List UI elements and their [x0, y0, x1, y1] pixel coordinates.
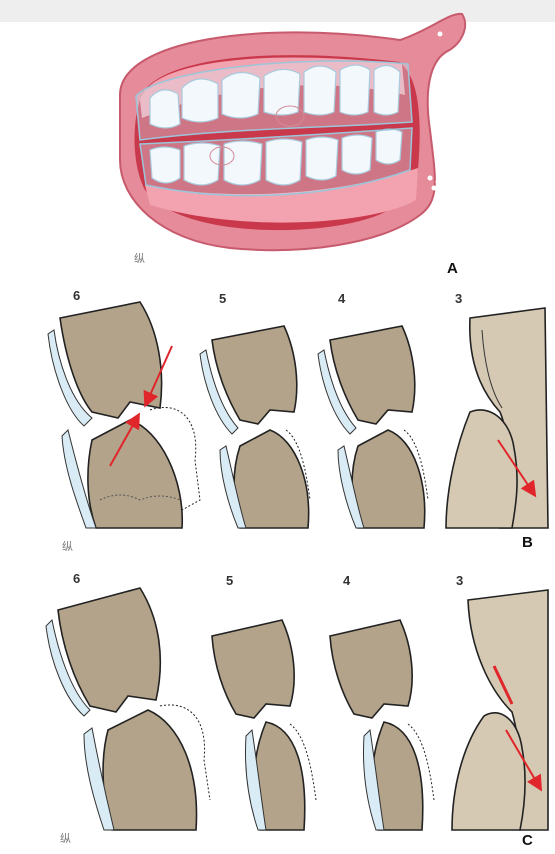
panel-b-tooth-4 — [318, 326, 428, 528]
tooth-number: 5 — [219, 291, 226, 306]
tooth-number: 5 — [226, 573, 233, 588]
lip-dot — [432, 186, 437, 191]
panel-c-mark: 纵 — [60, 832, 71, 845]
panel-a-label: A — [447, 260, 458, 277]
tooth-number: 3 — [456, 573, 463, 588]
lip-dot — [436, 180, 441, 185]
panel-b-mark: 纵 — [62, 540, 73, 553]
panel-c-tooth-3 — [452, 590, 548, 830]
panel-a-illustration — [120, 14, 465, 250]
panel-c-tooth-4 — [330, 620, 434, 830]
panel-c-label: C — [522, 832, 533, 849]
panel-c-tooth-5 — [212, 620, 316, 830]
panel-b-label: B — [522, 534, 533, 551]
panel-a-mark: 纵 — [134, 252, 145, 265]
panel-b-tooth-3 — [446, 308, 548, 528]
lip-dot — [428, 176, 433, 181]
panel-b-tooth-6 — [48, 302, 200, 528]
tooth-number: 6 — [73, 571, 80, 586]
tooth-number: 6 — [73, 288, 80, 303]
tooth-number: 3 — [455, 291, 462, 306]
panel-b-tooth-5 — [200, 326, 310, 528]
panel-c-tooth-6 — [46, 588, 210, 830]
tooth-number: 4 — [338, 291, 346, 306]
tooth-number: 4 — [343, 573, 351, 588]
lip-dot — [438, 32, 443, 37]
